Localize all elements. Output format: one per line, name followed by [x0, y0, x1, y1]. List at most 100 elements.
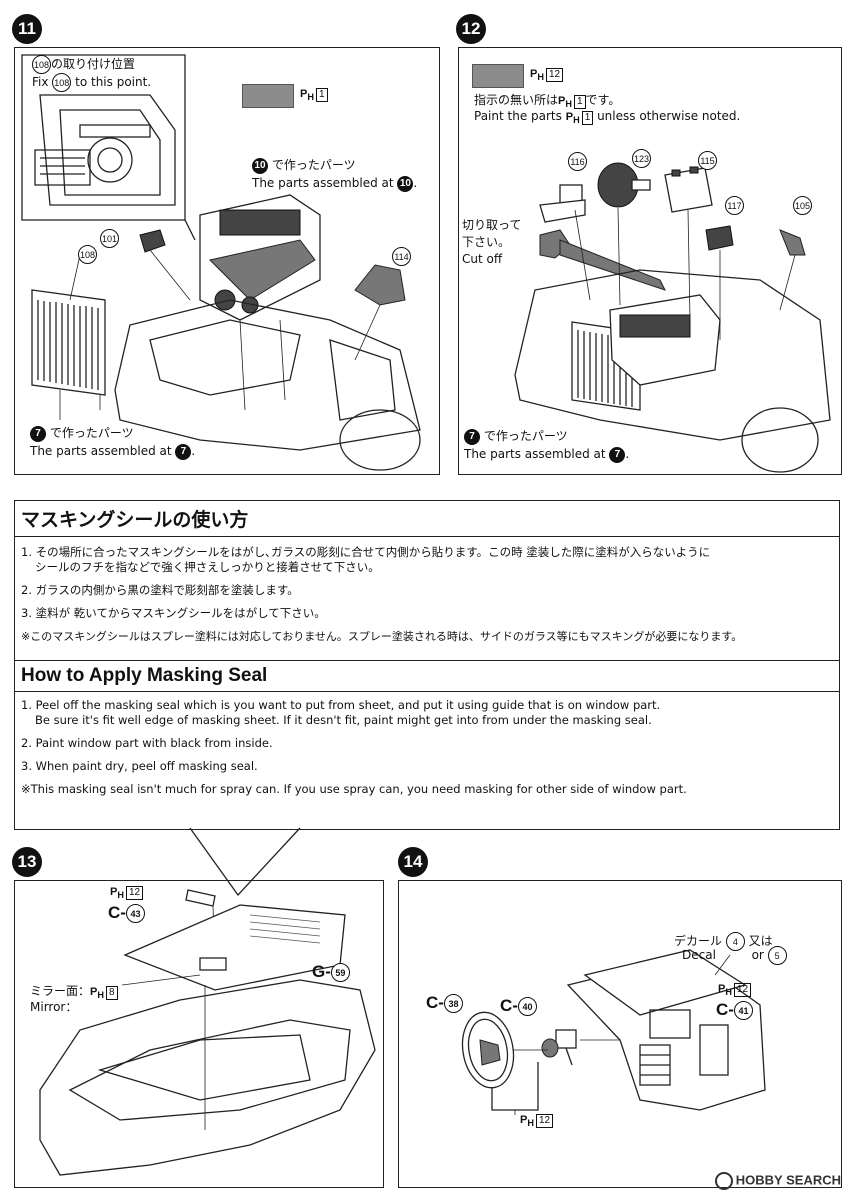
part-114-callout: 114: [392, 246, 411, 266]
note-en-pre: Paint the parts: [474, 109, 562, 123]
part-116-callout: 116: [568, 151, 587, 171]
ref-10-badge: 10: [252, 157, 268, 174]
part-123-callout: 123: [632, 148, 651, 168]
paint-h: H: [725, 987, 732, 998]
paint-h: H: [117, 890, 124, 901]
mirror-paint-num: 8: [105, 986, 118, 1000]
masking-jp-section: マスキングシールの使い方 1. その場所に合ったマスキングシールをはがし､ガラス…: [14, 500, 840, 662]
part-c40-label: C-40: [500, 996, 537, 1017]
step-12-color-swatch: [472, 64, 524, 88]
paint-num: 12: [733, 983, 752, 997]
part-115-num: 115: [698, 151, 717, 170]
paint-p: P: [300, 88, 308, 100]
paint-p: P: [520, 1114, 528, 1126]
step-11-fix-post: to this point.: [75, 75, 152, 89]
note-ref-2: 1: [581, 111, 594, 125]
part-c38-label: C-38: [426, 993, 463, 1014]
masking-jp-item-1b: シールのフチを指などで強く押さえしっかりと接着させて下さい。: [35, 560, 380, 574]
paint-h: H: [537, 72, 544, 83]
paint-h: H: [97, 990, 104, 1001]
assembled7-en-text: The parts assembled at: [30, 444, 172, 458]
step-13-badge: 13: [12, 847, 42, 877]
paint-num: 12: [125, 886, 144, 900]
assembled10-jp-text: で作ったパーツ: [271, 158, 356, 172]
step-12-panel: [458, 47, 842, 475]
note-en-post: unless otherwise noted.: [597, 109, 741, 123]
c40-prefix: C-: [500, 996, 518, 1015]
cut-jp-1: 切り取って: [462, 218, 522, 232]
decal-5: 5: [767, 946, 787, 965]
masking-jp-item-1: 1. その場所に合ったマスキングシールをはがし､ガラスの彫刻に合せて内側から貼り…: [21, 545, 711, 559]
decal-4: 4: [725, 932, 745, 951]
part-108-ref-2: 108: [52, 73, 72, 92]
step-13-mirror-en: Mirror：: [30, 1000, 78, 1014]
part-108-num: 108: [78, 245, 97, 264]
step-11-assembled7-en: The parts assembled at 7.: [30, 443, 196, 460]
part-g59-label: G-59: [312, 962, 350, 983]
assembled7-jp-text: で作ったパーツ: [49, 426, 134, 440]
part-105-callout: 105: [793, 195, 812, 215]
paint-num: 12: [545, 68, 564, 82]
part-c41-label: C-41: [716, 1000, 753, 1021]
masking-en-item-1b: Be sure it's fit well edge of masking sh…: [35, 713, 652, 727]
paint-p: P: [110, 886, 118, 898]
cut-jp-2: 下さい。: [462, 235, 511, 249]
note-jp-pre: 指示の無い所は: [474, 93, 559, 107]
or-en-text: or: [751, 948, 764, 962]
paint-p: P: [565, 111, 574, 123]
c41-num: 41: [733, 1001, 753, 1021]
step-12-assembled7-en: The parts assembled at 7.: [464, 446, 630, 463]
watermark-text: HOBBY SEARCH: [735, 1172, 841, 1188]
part-101-callout: 101: [100, 228, 119, 248]
c38-prefix: C-: [426, 993, 444, 1012]
masking-en-item-2: 2. Paint window part with black from ins…: [21, 736, 273, 750]
part-117-callout: 117: [725, 195, 744, 215]
masking-jp-note: ※このマスキングシールはスプレー塗料には対応しておりません。スプレー塗装される時…: [21, 630, 743, 643]
step-11-assembled10-jp: 10 で作ったパーツ: [252, 157, 356, 174]
ref-7-badge: 7: [464, 428, 480, 445]
masking-en-item-1: 1. Peel off the masking seal which is yo…: [21, 698, 661, 712]
paint-p: P: [530, 68, 538, 80]
step-11-badge: 11: [12, 14, 42, 44]
step-11-assembled10-en: The parts assembled at 10.: [252, 175, 418, 192]
step-11-mount-jp: の取り付け位置: [51, 57, 136, 71]
part-108-ref: 108: [32, 55, 51, 74]
c38-num: 38: [443, 994, 463, 1014]
paint-p: P: [718, 983, 726, 995]
bottom-paint-num: 12: [535, 1114, 554, 1128]
ref-7-badge-2: 7: [175, 443, 192, 460]
c40-num: 40: [517, 997, 537, 1017]
decal-jp-text: デカール: [674, 934, 723, 948]
masking-en-note: ※This masking seal isn't much for spray …: [21, 782, 687, 796]
step-14-decal-en: Decal or 5: [682, 946, 787, 965]
masking-jp-item-2: 2. ガラスの内側から黒の塗料で彫刻部を塗装します。: [21, 583, 299, 597]
assembled10-en-text: The parts assembled at: [252, 176, 394, 190]
part-114-num: 114: [392, 247, 411, 266]
part-117-num: 117: [725, 196, 744, 215]
step-14-decal-jp: デカール 4 又は: [674, 932, 773, 951]
paint-h: H: [527, 1118, 534, 1129]
paint-p: P: [90, 986, 98, 998]
part-116-num: 116: [568, 152, 587, 171]
ref-7-badge: 7: [30, 425, 46, 442]
step-11-color-swatch: [242, 84, 294, 108]
note-jp-post: です。: [585, 93, 621, 107]
step-12-badge: 12: [456, 14, 486, 44]
decal-en-text: Decal: [682, 948, 716, 962]
paint-h: H: [565, 99, 572, 110]
part-108-callout: 108: [78, 244, 97, 264]
assembled7-jp-text: で作ったパーツ: [483, 429, 568, 443]
hobby-search-logo-icon: [714, 1172, 733, 1190]
part-105-num: 105: [793, 196, 812, 215]
assembled7-en-text: The parts assembled at: [464, 447, 606, 461]
ref-10-badge-2: 10: [397, 175, 414, 192]
